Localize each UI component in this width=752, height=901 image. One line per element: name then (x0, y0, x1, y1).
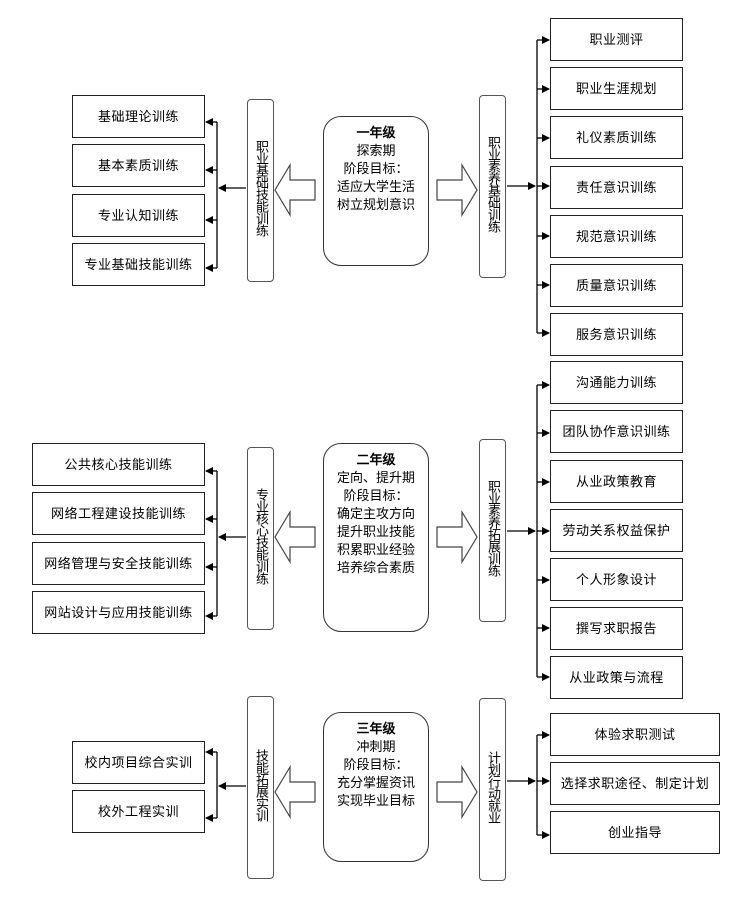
stage1-left-bar: 职业基础技能训练 (247, 99, 274, 282)
stage2-left-item: 网络管理与安全技能训练 (32, 542, 205, 585)
stage1-right-item: 规范意识训练 (550, 215, 683, 258)
stage2-right-item: 从业政策教育 (550, 460, 683, 503)
stage1-year: 一年级 (356, 126, 396, 141)
stage2-center-box: 二年级 定向、提升期 阶段目标： 确定主攻方向 提升职业技能 积累职业经验 培养… (323, 443, 429, 632)
stage3-right-item: 选择求职途径、制定计划 (550, 762, 720, 805)
stage1-goal: 适应大学生活 (336, 180, 415, 195)
stage1-period: 探索期 (356, 144, 396, 159)
stage2-goal: 培养综合素质 (336, 561, 415, 576)
stage2-year: 二年级 (356, 453, 396, 468)
stage1-left-item: 基本素质训练 (72, 144, 205, 187)
stage1-right-item: 职业生涯规划 (550, 67, 683, 110)
stage2-right-bar: 职业素养拓展训练 (479, 439, 506, 622)
stage2-goal: 确定主攻方向 (336, 507, 415, 522)
stage2-right-item: 撰写求职报告 (550, 607, 683, 650)
stage1-left-item: 专业基础技能训练 (72, 243, 205, 286)
stage1-center-box: 一年级 探索期 阶段目标： 适应大学生活 树立规划意识 (323, 116, 429, 266)
stage3-right-block-arrow (436, 764, 478, 820)
stage3-left-bar: 技能拓展实训 (247, 696, 274, 879)
stage2-left-item: 网络工程建设技能训练 (32, 492, 205, 535)
stage2-right-item: 个人形象设计 (550, 558, 683, 601)
stage2-right-item: 劳动关系权益保护 (550, 509, 683, 552)
stage2-left-item: 网站设计与应用技能训练 (32, 591, 205, 634)
stage3-left-block-arrow (274, 764, 316, 820)
stage1-right-block-arrow (436, 162, 478, 218)
stage2-left-bar: 专业核心技能训练 (247, 447, 274, 630)
stage1-right-item: 责任意识训练 (550, 166, 683, 209)
stage2-period: 定向、提升期 (336, 471, 415, 486)
stage1-right-item: 礼仪素质训练 (550, 116, 683, 159)
stage2-right-item: 从业政策与流程 (550, 656, 683, 699)
stage1-goal: 树立规划意识 (336, 198, 415, 213)
stage3-left-item: 校外工程实训 (72, 790, 205, 833)
stage2-goal: 积累职业经验 (336, 543, 415, 558)
stage3-goal: 充分掌握资讯 (336, 776, 415, 791)
stage3-year: 三年级 (356, 722, 396, 737)
stage3-period: 冲刺期 (356, 740, 396, 755)
stage1-left-block-arrow (274, 162, 316, 218)
stage1-goal-label: 阶段目标： (343, 162, 409, 177)
stage1-left-item: 基础理论训练 (72, 95, 205, 138)
stage3-goal-label: 阶段目标： (343, 758, 409, 773)
stage1-right-bar: 职业素养基础训练 (479, 95, 506, 278)
stage2-right-item: 团队协作意识训练 (550, 410, 683, 453)
stage3-left-item: 校内项目综合实训 (72, 741, 205, 784)
stage3-right-item: 体验求职测试 (550, 713, 720, 756)
stage1-right-item: 职业测评 (550, 18, 683, 61)
stage3-center-box: 三年级 冲刺期 阶段目标： 充分掌握资讯 实现毕业目标 (323, 712, 429, 862)
stage1-right-item: 质量意识训练 (550, 264, 683, 307)
stage2-left-item: 公共核心技能训练 (32, 443, 205, 486)
stage1-left-item: 专业认知训练 (72, 194, 205, 237)
stage2-goal: 提升职业技能 (336, 525, 415, 540)
stage3-right-bar: 计划行动就业 (479, 698, 506, 881)
stage3-goal: 实现毕业目标 (336, 794, 415, 809)
stage2-right-item: 沟通能力训练 (550, 361, 683, 404)
stage1-right-item: 服务意识训练 (550, 313, 683, 356)
stage2-right-block-arrow (436, 509, 478, 565)
stage2-goal-label: 阶段目标： (343, 489, 409, 504)
stage2-left-block-arrow (274, 509, 316, 565)
stage3-right-item: 创业指导 (550, 811, 720, 854)
